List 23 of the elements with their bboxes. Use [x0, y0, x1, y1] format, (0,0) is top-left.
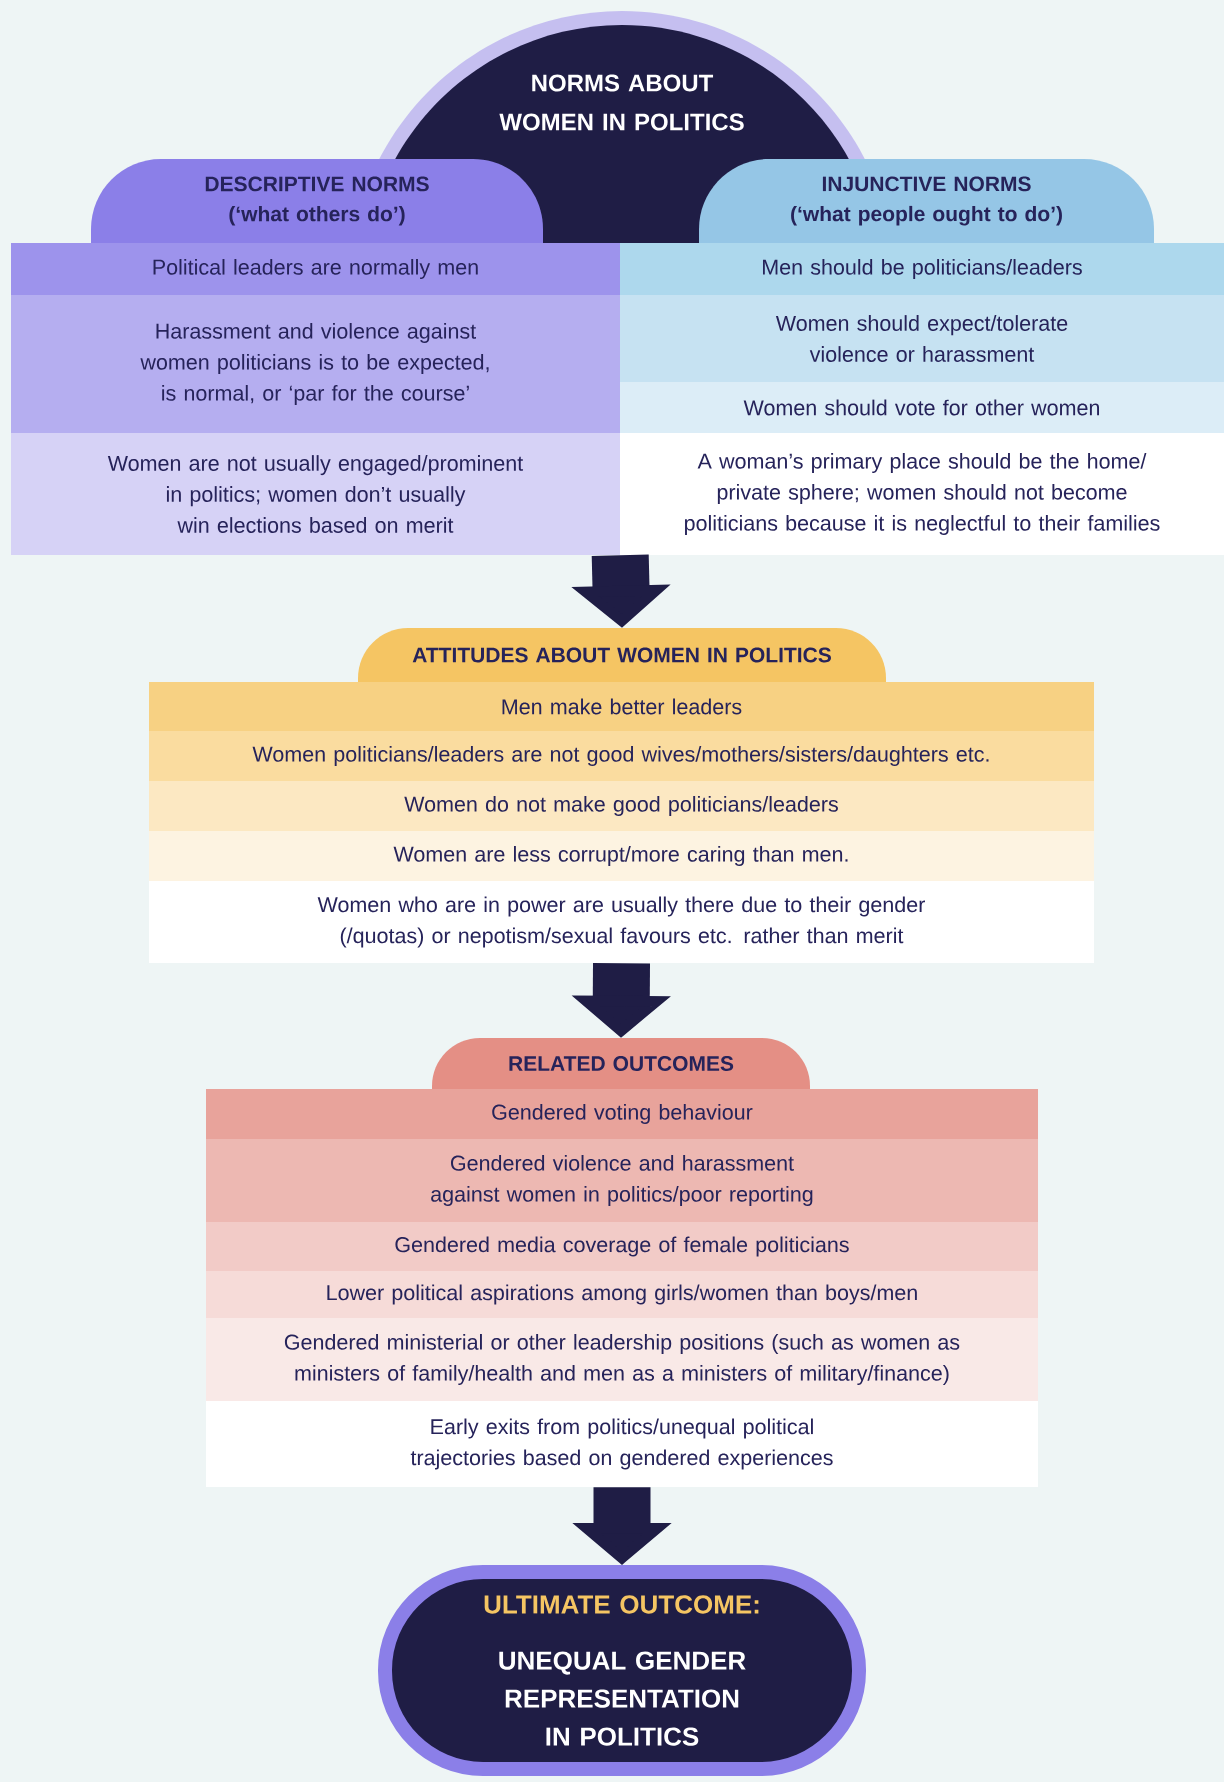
table-row: A woman’s primary place should be the home/ private sphere; women should not become politicians because it is neglectful to their families: [620, 433, 1224, 555]
table-row: Women are not usually engaged/prominent in politics; women don’t usually win elections based on merit: [11, 433, 620, 555]
table-row: Gendered media coverage of female politicians: [206, 1222, 1038, 1271]
table-row: Political leaders are normally men: [11, 243, 620, 295]
table-row: Gendered voting behaviour: [206, 1089, 1038, 1139]
table-row: Harassment and violence against women politicians is to be expected, is normal, or ‘par for the course’: [11, 295, 620, 433]
header-tab: RELATED OUTCOMES: [432, 1038, 810, 1089]
header-tab: INJUNCTIVE NORMS (‘what people ought to do’): [699, 159, 1154, 243]
table-row: Women should expect/tolerate violence or harassment: [620, 295, 1224, 382]
table-row: Women who are in power are usually there due to their gender (/quotas) or nepotism/sexual favours etc. rather than merit: [149, 881, 1094, 963]
table-row: Men make better leaders: [149, 682, 1094, 731]
table-row: Women should vote for other women: [620, 382, 1224, 433]
table-row: Lower political aspirations among girls/women than boys/men: [206, 1271, 1038, 1318]
table-row: Men should be politicians/leaders: [620, 243, 1224, 295]
table-row: Women do not make good politicians/leaders: [149, 781, 1094, 831]
header-tab: DESCRIPTIVE NORMS (‘what others do’): [91, 159, 543, 243]
table-row: Women are less corrupt/more caring than men.: [149, 831, 1094, 881]
table-row: Women politicians/leaders are not good wives/mothers/sisters/daughters etc.: [149, 731, 1094, 781]
table-row: Early exits from politics/unequal political trajectories based on gendered experiences: [206, 1401, 1038, 1487]
table-row: Gendered ministerial or other leadership positions (such as women as ministers of family/health and men as a ministers of military/finance): [206, 1318, 1038, 1401]
header-tab: ATTITUDES ABOUT WOMEN IN POLITICS: [358, 628, 886, 682]
outcome-stadium: ULTIMATE OUTCOME: UNEQUAL GENDER REPRESENTATION IN POLITICS: [378, 1565, 866, 1776]
table-row: Gendered violence and harassment against women in politics/poor reporting: [206, 1139, 1038, 1222]
